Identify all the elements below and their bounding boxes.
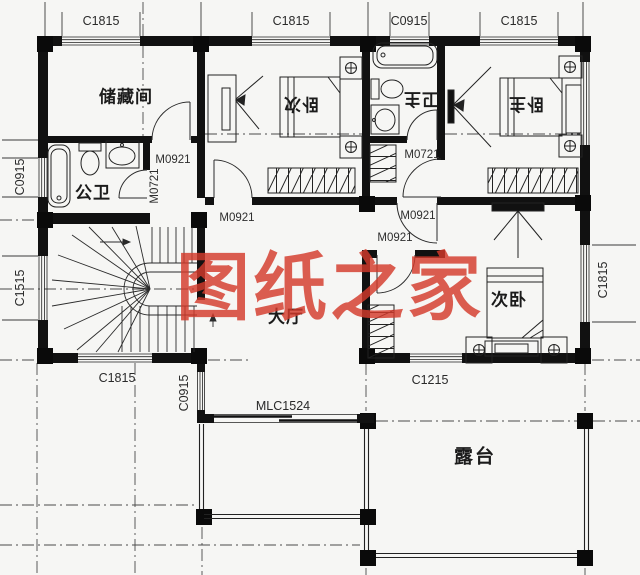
- door-label-public-bath: M0721: [149, 168, 161, 204]
- dim-label-top-3: C0915: [390, 14, 428, 28]
- doors: [118, 101, 442, 294]
- wardrobe-bedroom-top: [267, 167, 356, 194]
- outlet-symbol: [473, 344, 485, 356]
- bedroom-bottom-door-swing: [376, 254, 416, 294]
- outlet-symbol: [548, 344, 560, 356]
- sink-icon: [370, 104, 400, 135]
- bathtub-icon: [47, 144, 71, 208]
- dresser-bedroom-bottom: [484, 340, 539, 357]
- room-label-terrace: 露台: [453, 446, 497, 468]
- dim-label-bottom-c0915: C0915: [177, 374, 191, 412]
- nightstand: [339, 135, 363, 159]
- outlet-symbol: [345, 62, 357, 74]
- dim-label-top-1: C1815: [82, 14, 120, 28]
- dim-label-top-4: C1815: [500, 14, 538, 28]
- dim-label-left-2: C1515: [13, 269, 27, 307]
- corridor-door-swing: [396, 202, 438, 244]
- master-bath-door-swing: [406, 109, 438, 141]
- public-bath-door-swing: [118, 169, 148, 199]
- door-label-storage: M0921: [155, 154, 191, 166]
- dimension-ticks: [2, 2, 636, 323]
- dim-label-c1215: C1215: [411, 373, 449, 387]
- dim-label-left-1: C0915: [13, 158, 27, 196]
- toilet-icon: [78, 142, 102, 176]
- door-label-corridor: M0921: [400, 210, 436, 222]
- master-bath-fixtures: [369, 42, 438, 183]
- window-c1815-master: [480, 36, 558, 46]
- toilet-icon: [370, 78, 404, 100]
- nightstand: [465, 336, 493, 364]
- room-label-hall: 大厅: [268, 307, 304, 327]
- door-label-bedroom-bottom: M0921: [377, 232, 413, 244]
- outlet-symbol: [564, 61, 576, 73]
- bedroom-top-door-swing: [213, 159, 253, 199]
- tv-stand-bedroom-bottom: [491, 202, 545, 258]
- room-label-public-bath: 公卫: [75, 183, 111, 203]
- dim-label-mlc1524: MLC1524: [255, 399, 311, 413]
- room-label-master-bedroom: 主卧: [508, 94, 544, 114]
- window-c0915-master-bath: [390, 36, 429, 46]
- nightstand: [558, 55, 583, 79]
- bed-master: [499, 77, 563, 137]
- room-label-bedroom-top: 次卧: [283, 94, 319, 114]
- window-c1815-storage: [62, 36, 140, 46]
- dim-label-bottom-c1815: C1815: [98, 371, 136, 385]
- furniture: [207, 55, 583, 364]
- door-label-master-bath: M0721: [404, 149, 440, 161]
- cabinet-bedroom-top: [207, 74, 264, 143]
- bed-bedroom-top: [279, 76, 341, 138]
- window-c0915-left: [38, 158, 48, 197]
- room-label-storage: 储藏间: [99, 87, 153, 107]
- window-c1515-left: [38, 256, 48, 320]
- sink-icon: [105, 140, 140, 169]
- terrace-railing: [198, 424, 590, 559]
- mirror-master: [447, 66, 492, 148]
- nightstand: [540, 336, 568, 364]
- window-c1815-bedroom-top: [252, 36, 330, 46]
- window-c0915-hall-west: [197, 372, 206, 410]
- outlet-symbol: [564, 140, 576, 152]
- door-label-landing: M0921: [219, 212, 255, 224]
- window-seat: [565, 84, 582, 134]
- public-bath-fixtures: [47, 140, 140, 208]
- room-label-master-bath: 主卫: [403, 89, 439, 109]
- wardrobe-master: [487, 167, 579, 194]
- sliding-door-mlc1524: [197, 414, 374, 423]
- shaft-closet: [369, 144, 397, 183]
- nightstand: [558, 134, 583, 158]
- bed-bedroom-bottom: [486, 267, 544, 339]
- windows: [38, 36, 590, 410]
- storage-door-swing: [151, 101, 191, 141]
- dim-label-top-2: C1815: [272, 14, 310, 28]
- watermark-text: 图纸之家: [176, 245, 484, 331]
- wardrobe-bedroom-bottom: [367, 304, 395, 359]
- dim-label-right-1: C1815: [596, 261, 610, 299]
- master-bedroom-door-swing: [402, 158, 442, 198]
- outlet-symbol: [345, 141, 357, 153]
- window-c1215-bottom: [410, 353, 462, 363]
- staircase: [51, 225, 217, 353]
- window-c1815-bottom: [78, 353, 152, 363]
- structural-columns: [37, 36, 593, 566]
- room-label-bedroom-bottom: 次卧: [491, 290, 527, 310]
- window-c1815-right: [580, 245, 590, 322]
- nightstand: [339, 56, 363, 80]
- bathtub-icon: [372, 42, 438, 69]
